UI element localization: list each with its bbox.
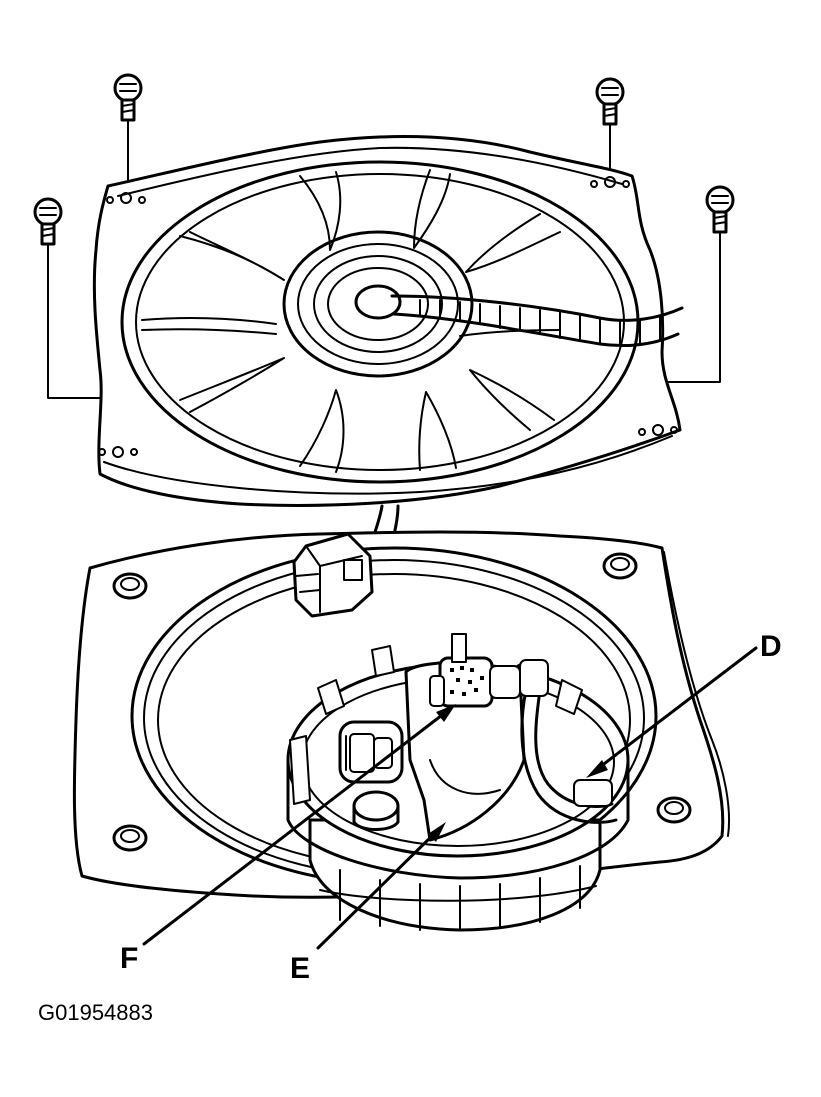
figure-id: G01954883 [38,1000,153,1025]
callout-leader-e [316,822,446,950]
cover-stiffening-ribs [141,169,561,473]
floor-bolt-bosses [112,552,692,852]
mounting-screw-right [659,185,735,423]
pump-electrical-connector [338,720,404,784]
mounting-screw-top-right [595,77,625,177]
cover-center-grommet [282,230,474,378]
fuel-pump-module [286,633,630,932]
callout-label-f: F [120,942,138,975]
callout-leader-f [142,704,456,946]
access-cover-plate [92,135,684,570]
cover-screw-holes [98,176,678,458]
callout-label-d: D [760,630,782,663]
mounting-screw-top-left [113,73,143,183]
fuel-feed-hose [516,659,618,824]
callout-label-e: E [290,952,310,985]
callout-leader-d [586,646,758,778]
harness-connector [292,532,374,618]
